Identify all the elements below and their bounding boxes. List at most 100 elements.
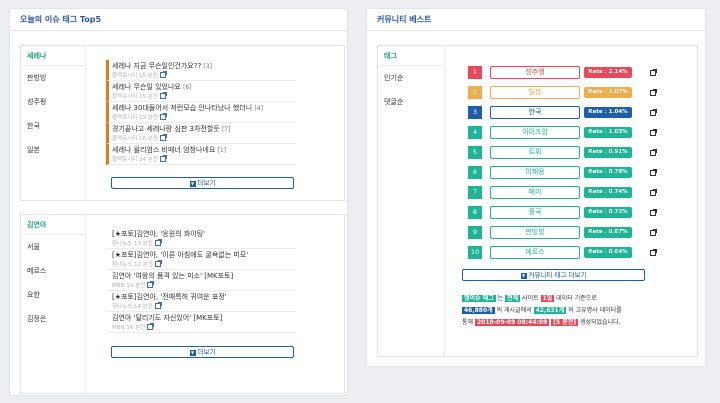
external-link-icon[interactable] xyxy=(650,249,657,256)
panel-title: 커뮤니티 베스트 xyxy=(367,9,705,31)
tag-box-2: 김연아 서울 메르스 요한 김정은 [★포토]김연아, '응원의 화이팅' 하나… xyxy=(20,214,345,394)
info-text-part: 는 xyxy=(497,295,504,302)
post-title[interactable]: 세레나 지금 무슨일인건가요?? xyxy=(112,62,202,70)
list-item[interactable]: 세레나 윌리엄스 비매너 엄청나네요 [1] 블랙유시티 24 분전 xyxy=(106,144,296,165)
tag-name[interactable]: 일본 xyxy=(490,86,580,99)
list-item[interactable]: 세레나 지금 무슨일인건가요?? [3] 블랙유시티 15 분전 xyxy=(106,60,296,81)
news-title[interactable]: 김연아 '달리기도 자신있어' [MK포토] xyxy=(112,314,223,322)
rank-row[interactable]: 1 성추행 Rate : 2.14% xyxy=(468,66,686,80)
list-item[interactable]: [★포토]김연아, '전매특허 귀여운 표정' 하나뉴스 14 분전 xyxy=(106,291,296,312)
post-title[interactable]: 세레나 윌리엄스 비매너 엄청나네요 xyxy=(112,146,216,154)
chevron-down-icon: ▼ xyxy=(189,350,196,356)
info-text: 엠이슈 태그 는 전체 사이트 1일 데이터 기준으로 46,880개 의 게시… xyxy=(462,293,662,329)
external-link-icon[interactable] xyxy=(650,129,657,136)
info-text-part: 생성되었습니다. xyxy=(579,319,621,326)
external-link-icon[interactable] xyxy=(154,239,162,246)
external-link-icon[interactable] xyxy=(650,169,657,176)
list-item[interactable]: [★포토]김연아, '이른 아침에도 굴욕없는 미모' 하나뉴스 12 분전 xyxy=(106,249,296,270)
external-link-icon[interactable] xyxy=(159,155,167,162)
external-link-icon[interactable] xyxy=(159,134,167,141)
tag-item-active[interactable]: 김연아 xyxy=(21,215,85,235)
external-link-icon[interactable] xyxy=(650,69,657,76)
external-link-icon[interactable] xyxy=(147,281,155,288)
issue-tag-panel: 오늘의 이슈 태그 Top5 세레나 판빙빙 성주펑 한국 일본 세레나 지금 … xyxy=(9,8,348,396)
news-title[interactable]: [★포토]김연아, '전매특허 귀여운 표정' xyxy=(112,293,227,301)
external-link-icon[interactable] xyxy=(650,109,657,116)
tag-item[interactable]: 판빙빙 xyxy=(27,74,47,82)
sort-comments[interactable]: 댓글순 xyxy=(384,98,404,106)
list-item[interactable]: 김연아 '달리기도 자신있어' [MK포토] MBN 16 분전 xyxy=(106,312,296,333)
post-meta: 블랙유시티 15 분전 xyxy=(112,94,158,100)
rank-number: 1 xyxy=(468,66,482,79)
tag-name[interactable]: 한국 xyxy=(490,106,580,119)
external-link-icon[interactable] xyxy=(154,302,162,309)
comment-count: [3] xyxy=(203,63,212,70)
post-title[interactable]: 경기끝나고 세레나랑 심판 3차전할듯 xyxy=(112,125,220,133)
rank-number: 8 xyxy=(468,206,482,219)
sort-popular[interactable]: 인기순 xyxy=(384,74,404,82)
rank-row[interactable]: 4 이이즈임 Rate : 1.03% xyxy=(468,126,686,140)
rank-row[interactable]: 8 중국 Rate : 0.72% xyxy=(468,206,686,220)
time-badge: 2018-09-09 08:44:09 xyxy=(474,319,550,326)
rate-badge: Rate : 2.14% xyxy=(584,67,632,78)
tag-item[interactable]: 한국 xyxy=(27,122,40,130)
external-link-icon[interactable] xyxy=(650,89,657,96)
more-button[interactable]: ▼더보기 xyxy=(111,346,294,358)
external-link-icon[interactable] xyxy=(650,209,657,216)
rate-badge: Rate : 1.03% xyxy=(584,127,632,138)
list-item[interactable]: [★포토]김연아, '응원의 화이팅' 하나뉴스 13 분전 xyxy=(106,228,296,249)
panel-title: 오늘의 이슈 태그 Top5 xyxy=(10,9,347,31)
list-item[interactable]: 세레나 무슨일 있었나요 [6] 블랙유시티 15 분전 xyxy=(106,81,296,102)
tag-item[interactable]: 성주펑 xyxy=(27,98,47,106)
tag-name[interactable]: 이재용 xyxy=(490,166,580,179)
list-item[interactable]: 경기끝나고 세레나랑 심판 3차전할듯 [7] 블랙유시티 16 분전 xyxy=(106,123,296,144)
tag-name[interactable]: 에르스 xyxy=(490,246,580,259)
external-link-icon[interactable] xyxy=(154,260,162,267)
tag-name[interactable]: 트뤼 xyxy=(490,146,580,159)
tag-item[interactable]: 서울 xyxy=(27,243,40,251)
news-title[interactable]: [★포토]김연아, '이른 아침에도 굴욕없는 미모' xyxy=(112,251,249,259)
tag-name[interactable]: 페미 xyxy=(490,186,580,199)
external-link-icon[interactable] xyxy=(650,189,657,196)
external-link-icon[interactable] xyxy=(147,323,155,330)
list-item[interactable]: 김연아 '여왕의 품격 있는 미소' [MK포토] MBN 14 분전 xyxy=(106,270,296,291)
more-button[interactable]: ▼더보기 xyxy=(111,177,294,189)
news-title[interactable]: 김연아 '여왕의 품격 있는 미소' [MK포토] xyxy=(112,272,234,280)
news-meta: 하나뉴스 14 분전 xyxy=(112,304,153,310)
external-link-icon[interactable] xyxy=(159,92,167,99)
sort-tag-active[interactable]: 태그 xyxy=(378,46,444,66)
tag-item-active[interactable]: 세레나 xyxy=(21,46,85,66)
tag-item[interactable]: 메르스 xyxy=(27,267,47,275)
tag-sidebar: 김연아 서울 메르스 요한 김정은 xyxy=(21,215,86,393)
post-title[interactable]: 세레나 30대들어서 저런모습 안나타났나 했더니 xyxy=(112,104,253,112)
tag-name[interactable]: 중국 xyxy=(490,206,580,219)
more-label: 커뮤니티 태그 더보기 xyxy=(528,271,587,279)
rank-number: 10 xyxy=(468,246,482,259)
tag-item[interactable]: 김정은 xyxy=(27,315,47,323)
post-list: 세레나 지금 무슨일인건가요?? [3] 블랙유시티 15 분전 세레나 무슨일… xyxy=(106,60,296,165)
external-link-icon[interactable] xyxy=(159,71,167,78)
external-link-icon[interactable] xyxy=(650,149,657,156)
news-title[interactable]: [★포토]김연아, '응원의 화이팅' xyxy=(112,230,206,238)
post-title[interactable]: 세레나 무슨일 있었나요 xyxy=(112,83,181,91)
rate-badge: Rate : 1.04% xyxy=(584,107,632,118)
external-link-icon[interactable] xyxy=(159,113,167,120)
tag-name[interactable]: 성추행 xyxy=(490,66,580,79)
community-more-button[interactable]: ▼커뮤니티 태그 더보기 xyxy=(462,269,645,281)
list-item[interactable]: 세레나 30대들어서 저런모습 안나타났나 했더니 [4] 블랙유시티 19 분… xyxy=(106,102,296,123)
rate-badge: Rate : 1.07% xyxy=(584,87,632,98)
rate-badge: Rate : 0.72% xyxy=(584,207,632,218)
tag-item[interactable]: 일본 xyxy=(27,146,40,154)
tag-name[interactable]: 판빙빙 xyxy=(490,226,580,239)
tag-name[interactable]: 이이즈임 xyxy=(490,126,580,139)
external-link-icon[interactable] xyxy=(650,229,657,236)
tag-item[interactable]: 요한 xyxy=(27,291,40,299)
rank-number: 4 xyxy=(468,126,482,139)
